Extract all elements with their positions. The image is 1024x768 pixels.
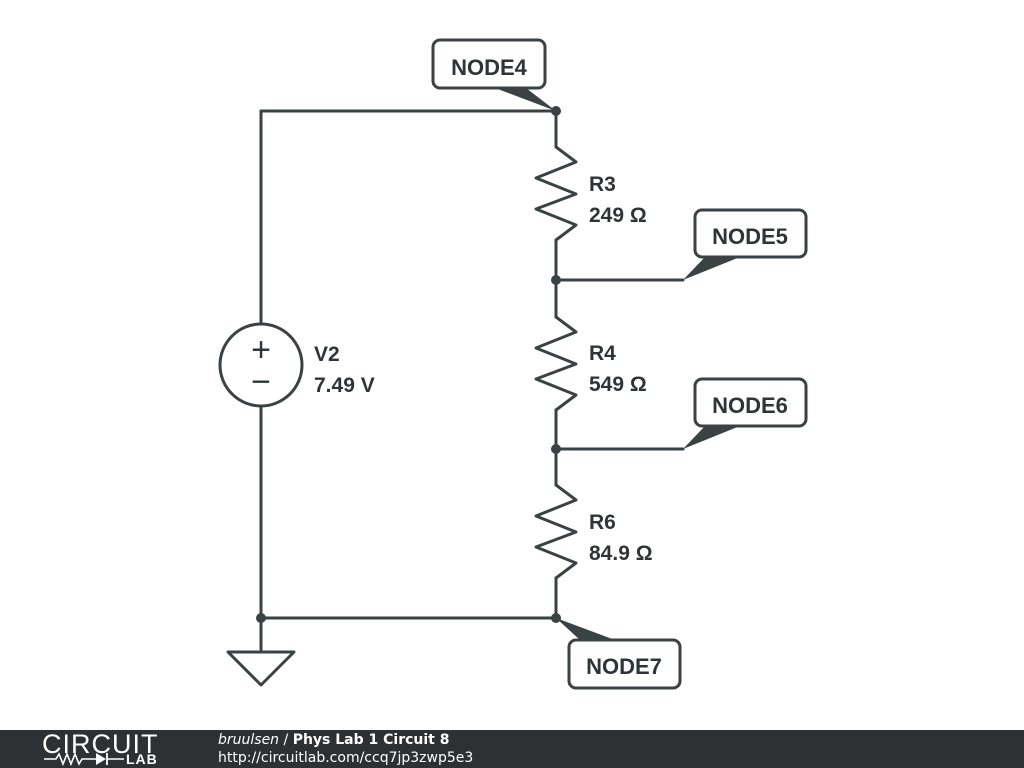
meta-separator: /: [283, 732, 289, 748]
author-link[interactable]: bruulsen: [218, 732, 280, 748]
resistor-r3-symbol: [534, 145, 578, 242]
source-value: 7.49 V: [314, 374, 375, 397]
source-name: V2: [314, 343, 340, 366]
ground-symbol: [226, 650, 296, 687]
source-plus-sign: +: [251, 331, 271, 369]
resistor-r3-name: R3: [589, 173, 616, 196]
circuit-title[interactable]: Phys Lab 1 Circuit 8: [292, 732, 450, 748]
node7-tag: NODE7: [556, 618, 682, 690]
resistor-r4-symbol: [534, 315, 578, 412]
source-minus-sign: −: [251, 363, 271, 401]
footer-bar: CIRCUIT LAB bruulsen / Phys Lab 1 Circui…: [0, 730, 1024, 768]
resistor-r6-name: R6: [589, 511, 616, 534]
circuitlab-logo: CIRCUIT LAB: [42, 730, 182, 768]
resistor-diode-icon: [44, 752, 124, 766]
junction-dot: [256, 613, 266, 623]
resistor-r6-value: 84.9 Ω: [589, 542, 653, 565]
circuit-url-link[interactable]: http://circuitlab.com/ccq7jp3zwp5e3: [218, 750, 474, 766]
resistor-r6-symbol: [534, 483, 578, 580]
node6-tag: NODE6: [683, 377, 808, 449]
node7-label: NODE7: [586, 654, 662, 679]
resistor-r4-value: 549 Ω: [589, 373, 647, 396]
node6-label: NODE6: [712, 393, 788, 418]
circuit-schematic: + − V2 7.49 V R3 249 Ω R4 549 Ω R6 84.9 …: [218, 38, 808, 690]
circuit-meta: bruulsen / Phys Lab 1 Circuit 8 http://c…: [218, 731, 473, 767]
logo-text-circuit: CIRCUIT: [42, 729, 159, 759]
node5-label: NODE5: [712, 224, 788, 249]
resistor-r4-name: R4: [589, 342, 616, 365]
node4-label: NODE4: [451, 55, 528, 80]
junction-dot: [551, 444, 561, 454]
node5-tag: NODE5: [683, 208, 808, 280]
junction-dot: [551, 275, 561, 285]
logo-text-lab: LAB: [126, 751, 158, 767]
voltage-source-symbol: [218, 322, 304, 408]
resistor-r3-value: 249 Ω: [589, 204, 647, 227]
node4-tag: NODE4: [431, 38, 556, 111]
